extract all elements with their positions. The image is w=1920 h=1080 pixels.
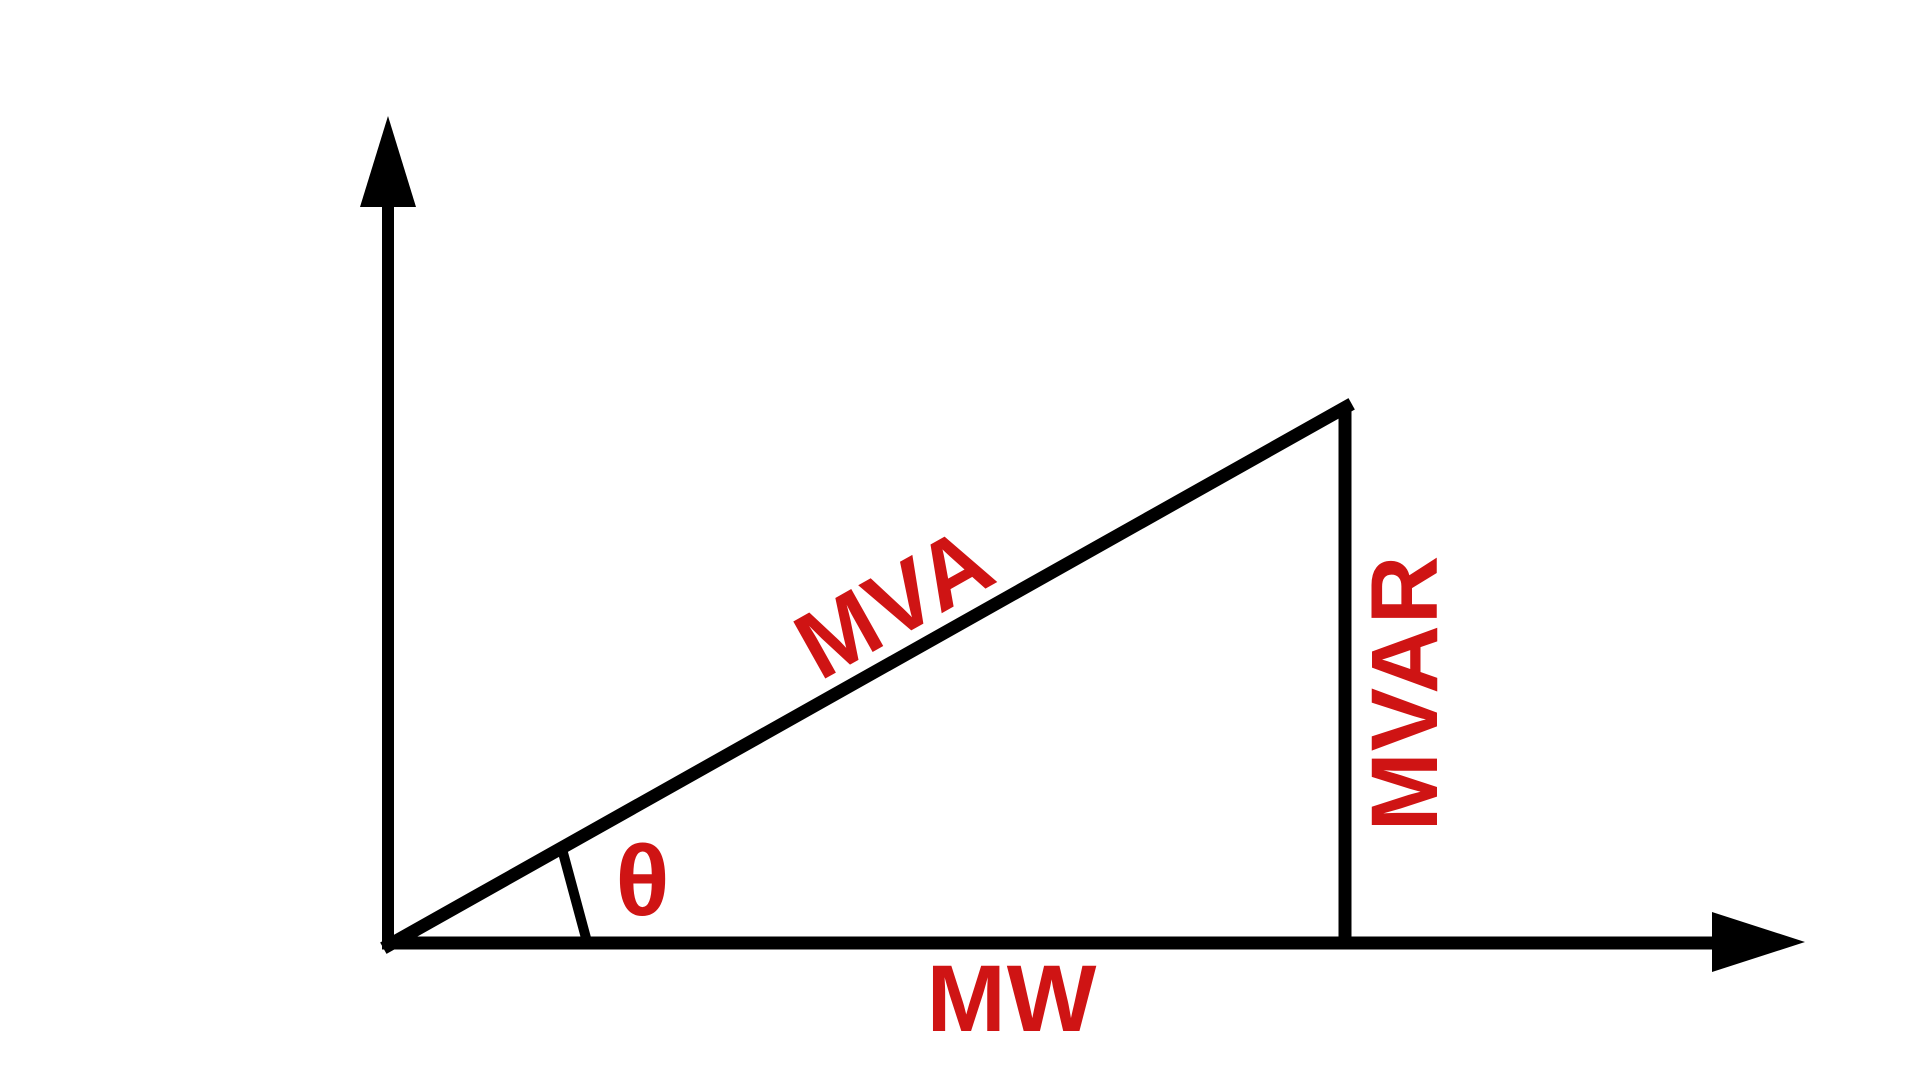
angle-marker-line xyxy=(557,847,591,940)
mvar-label: MVAR xyxy=(1352,555,1458,832)
mw-label: MW xyxy=(927,946,1098,1052)
hypotenuse-line xyxy=(380,398,1355,954)
up-arrowhead-icon xyxy=(360,116,416,207)
mva-label: MVA xyxy=(778,506,1010,700)
theta-label: θ xyxy=(615,825,670,937)
right-arrowhead-icon xyxy=(1712,912,1805,972)
